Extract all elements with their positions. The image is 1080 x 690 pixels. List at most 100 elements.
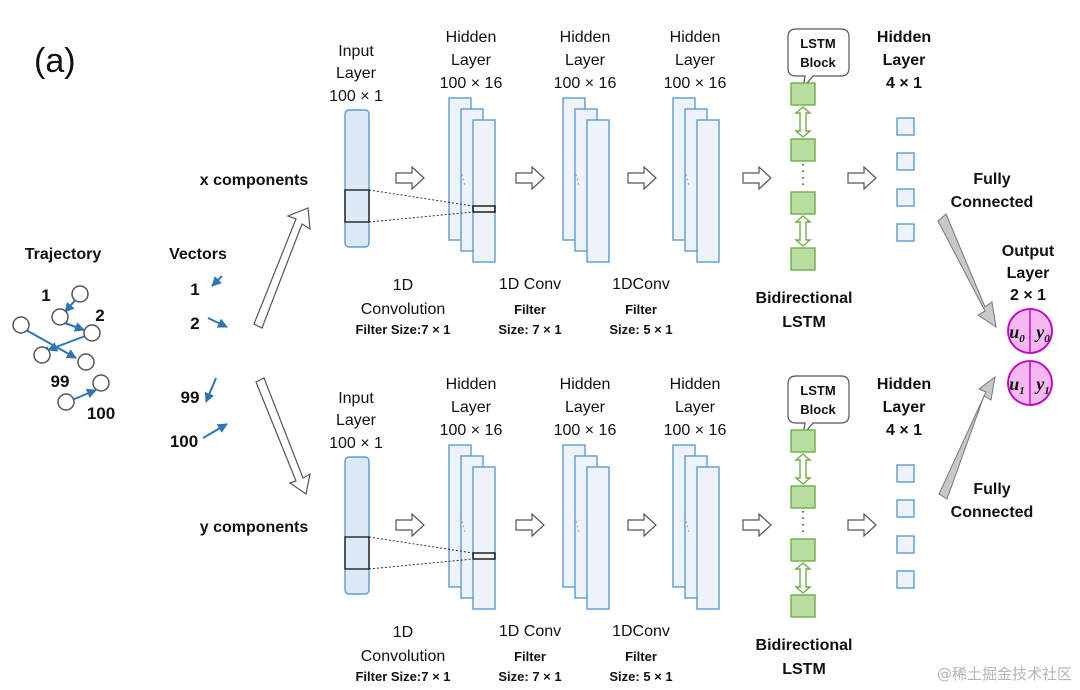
conv1-label-line3: Filter Size:7 × 1 <box>355 322 450 337</box>
hidden-output-unit <box>896 570 915 589</box>
hidden-layer-1-title-line1: Hidden <box>446 376 497 393</box>
conv-projection-line <box>368 189 474 207</box>
feature-map-ellipsis <box>574 516 580 534</box>
lstm-cell <box>790 538 816 562</box>
trajectory-edge <box>71 388 97 401</box>
flow-arrow <box>515 165 545 191</box>
output-var-y1: y1 <box>1034 374 1050 397</box>
input-layer-size: 100 × 1 <box>329 88 383 105</box>
conv3-label-line1: 1DConv <box>612 276 670 293</box>
flow-arrow <box>515 512 545 538</box>
hidden-layer-1-feature-map <box>472 466 496 610</box>
hidden-layer-3-title-line1: Hidden <box>670 376 721 393</box>
conv2-label-line1: 1D Conv <box>499 623 561 640</box>
fully-connected-label-line2: Connected <box>951 504 1034 521</box>
flow-arrow <box>847 512 877 538</box>
trajectory-node <box>77 353 95 371</box>
lstm-cell <box>790 138 816 162</box>
trajectory-node <box>83 324 101 342</box>
input-layer-size: 100 × 1 <box>329 435 383 452</box>
conv3-label-line2: Filter <box>625 302 657 317</box>
lstm-link-arrow <box>794 562 812 594</box>
hidden-layer-2-feature-map <box>586 119 610 263</box>
vector-arrow <box>207 317 228 328</box>
hidden-layer-3-feature-map <box>696 466 720 610</box>
output-node-0: u0 y0 <box>1007 308 1053 354</box>
hidden-output-unit <box>896 188 915 207</box>
input-layer-title-line1: Input <box>338 43 374 60</box>
hidden-output-size: 4 × 1 <box>886 422 922 439</box>
flow-arrow <box>742 165 772 191</box>
output-layer: Output Layer 2 × 1 u0 y0 u1 y1 <box>1002 243 1055 406</box>
fully-connected-label-line1: Fully <box>973 171 1010 188</box>
lstm-callout-line1: LSTM <box>800 383 835 398</box>
hidden-layer-2-feature-map <box>586 466 610 610</box>
hidden-layer-2-title-line2: Layer <box>565 399 606 416</box>
lstm-cell <box>790 191 816 215</box>
conv3-label-line1: 1DConv <box>612 623 670 640</box>
hidden-layer-1-title-line2: Layer <box>451 399 492 416</box>
conv1-label-line1: 1D <box>393 277 413 294</box>
hidden-output-title-line2: Layer <box>883 52 926 69</box>
component-label: y components <box>200 519 309 536</box>
hidden-layer-3-size: 100 × 16 <box>664 422 727 439</box>
hidden-output-size: 4 × 1 <box>886 75 922 92</box>
output-layer-title-line1: Output <box>1002 243 1055 260</box>
feature-map-ellipsis <box>574 169 580 187</box>
vectors-group: Vectors 1 2 99 100 <box>169 246 228 451</box>
lstm-block-callout <box>787 28 850 91</box>
lstm-callout-line2: Block <box>800 402 836 417</box>
bidirectional-lstm-label-line2: LSTM <box>782 314 826 331</box>
hidden-layer-1-title-line1: Hidden <box>446 29 497 46</box>
hidden-layer-2-title-line1: Hidden <box>560 376 611 393</box>
lstm-callout-line1: LSTM <box>800 36 835 51</box>
lstm-link-arrow <box>794 215 812 247</box>
flow-arrow <box>627 512 657 538</box>
trajectory-node <box>33 346 51 364</box>
hidden-layer-1-title-line2: Layer <box>451 52 492 69</box>
feature-map-ellipsis <box>684 516 690 534</box>
output-node-1: u1 y1 <box>1007 360 1053 406</box>
vector-arrow <box>202 423 228 439</box>
hidden-output-title-line1: Hidden <box>877 29 931 46</box>
hidden-layer-3-title-line2: Layer <box>675 399 716 416</box>
input-layer-title-line2: Layer <box>336 65 377 82</box>
flow-arrow <box>627 165 657 191</box>
feature-map-ellipsis <box>460 516 466 534</box>
lstm-link-arrow <box>794 453 812 485</box>
hidden-layer-2-size: 100 × 16 <box>554 75 617 92</box>
conv3-label-line2: Filter <box>625 649 657 664</box>
fully-connected-label-line2: Connected <box>951 194 1034 211</box>
trajectory-node <box>51 308 69 326</box>
flow-arrow <box>742 512 772 538</box>
bidirectional-lstm-label-line2: LSTM <box>782 661 826 678</box>
conv1-label-line3: Filter Size:7 × 1 <box>355 669 450 684</box>
hidden-layer-2-size: 100 × 16 <box>554 422 617 439</box>
hidden-layer-1-size: 100 × 16 <box>440 422 503 439</box>
fully-connected-arrow-top <box>937 213 997 329</box>
fully-connected-arrow-bottom <box>938 375 996 500</box>
trajectory-point-label: 2 <box>95 306 104 325</box>
trajectory-edge <box>47 334 89 352</box>
output-layer-size: 2 × 1 <box>1010 287 1046 304</box>
conv-output-cell <box>472 552 496 560</box>
trajectory-group: Trajectory 1 2 99 100 <box>12 246 115 423</box>
conv3-label-line3: Size: 5 × 1 <box>609 322 672 337</box>
hidden-output-title-line1: Hidden <box>877 376 931 393</box>
hidden-layer-3-title-line1: Hidden <box>670 29 721 46</box>
conv-receptive-window <box>344 189 370 223</box>
vector-label: 2 <box>190 314 199 333</box>
hidden-layer-3-title-line2: Layer <box>675 52 716 69</box>
output-var-y0: y0 <box>1034 322 1050 345</box>
lstm-cell <box>790 82 816 106</box>
input-layer-title-line2: Layer <box>336 412 377 429</box>
vector-label: 1 <box>190 280 199 299</box>
hidden-layer-3-size: 100 × 16 <box>664 75 727 92</box>
component-label: x components <box>200 172 309 189</box>
input-layer-bar <box>344 456 370 595</box>
hidden-layer-2-title-line1: Hidden <box>560 29 611 46</box>
conv2-label-line2: Filter <box>514 649 546 664</box>
split-arrow-up <box>253 207 311 329</box>
